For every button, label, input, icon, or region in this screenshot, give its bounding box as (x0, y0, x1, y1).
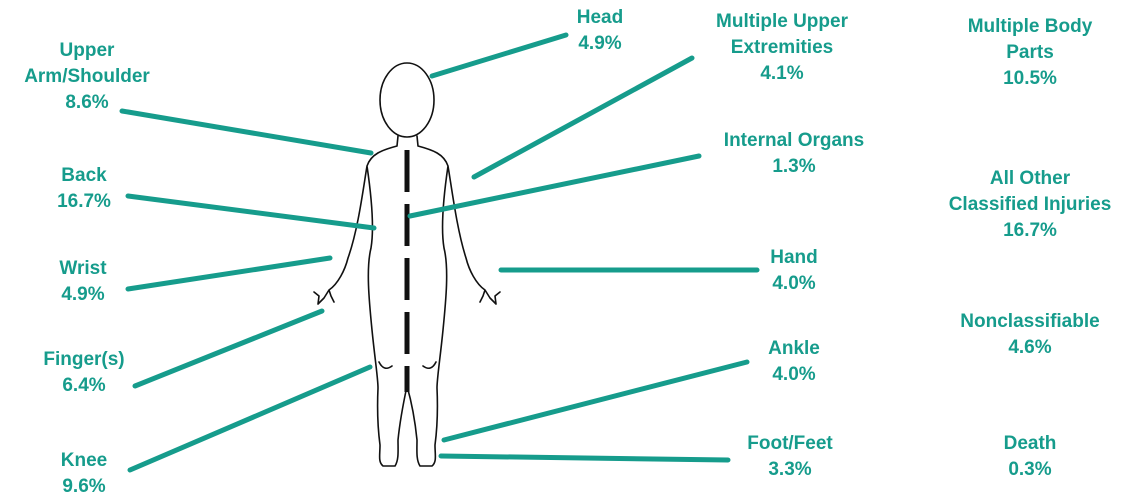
connector-lines (122, 35, 757, 470)
label-percent: 9.6% (61, 474, 107, 497)
label-percent: 3.3% (747, 457, 833, 483)
label-name-line: Arm/Shoulder (24, 64, 150, 90)
label-percent: 4.6% (960, 335, 1099, 361)
label-name-line: Upper (24, 38, 150, 64)
label-name-line: Ankle (768, 336, 820, 362)
label-head: Head 4.9% (577, 5, 623, 57)
label-name-line: Internal Organs (724, 128, 864, 154)
label-back: Back 16.7% (57, 163, 111, 215)
label-upper-arm-shoulder: Upper Arm/Shoulder 8.6% (24, 38, 150, 116)
label-foot-feet: Foot/Feet 3.3% (747, 431, 833, 483)
label-name-line: Hand (770, 245, 818, 271)
label-name-line: Back (57, 163, 111, 189)
label-name-line: Foot/Feet (747, 431, 833, 457)
label-wrist: Wrist 4.9% (59, 256, 106, 308)
label-multiple-body-parts: Multiple Body Parts 10.5% (968, 14, 1093, 92)
label-percent: 6.4% (43, 373, 124, 399)
label-name-line: All Other (949, 166, 1112, 192)
connector-back (128, 196, 374, 228)
label-percent: 8.6% (24, 90, 150, 116)
label-multiple-upper-extremities: Multiple Upper Extremities 4.1% (716, 9, 848, 87)
label-death: Death 0.3% (1004, 431, 1057, 483)
label-knee: Knee 9.6% (61, 448, 107, 497)
label-name-line: Extremities (716, 35, 848, 61)
label-name-line: Death (1004, 431, 1057, 457)
connector-multi-upper (474, 58, 692, 177)
label-percent: 4.0% (770, 271, 818, 297)
label-name-line: Head (577, 5, 623, 31)
connector-ankle (444, 362, 747, 440)
label-name-line: Knee (61, 448, 107, 474)
head-shape (380, 63, 434, 137)
label-name-line: Multiple Body (968, 14, 1093, 40)
label-name-line: Multiple Upper (716, 9, 848, 35)
label-percent: 4.9% (577, 31, 623, 57)
label-name-line: Finger(s) (43, 347, 124, 373)
label-percent: 10.5% (968, 66, 1093, 92)
connector-knee (130, 367, 370, 470)
label-percent: 4.9% (59, 282, 106, 308)
connector-fingers (135, 311, 322, 386)
label-name-line: Wrist (59, 256, 106, 282)
label-name-line: Nonclassifiable (960, 309, 1099, 335)
connector-wrist (128, 258, 330, 289)
label-percent: 16.7% (949, 218, 1112, 244)
label-name-line: Parts (968, 40, 1093, 66)
connector-foot (441, 456, 728, 460)
label-name-line: Classified Injuries (949, 192, 1112, 218)
connector-head (432, 35, 566, 76)
label-nonclassifiable: Nonclassifiable 4.6% (960, 309, 1099, 361)
label-fingers: Finger(s) 6.4% (43, 347, 124, 399)
label-percent: 16.7% (57, 189, 111, 215)
label-internal-organs: Internal Organs 1.3% (724, 128, 864, 180)
label-percent: 4.1% (716, 61, 848, 87)
label-ankle: Ankle 4.0% (768, 336, 820, 388)
label-all-other-classified-injuries: All Other Classified Injuries 16.7% (949, 166, 1112, 244)
connector-internal (410, 156, 699, 216)
connector-upper-arm (122, 111, 371, 153)
label-percent: 4.0% (768, 362, 820, 388)
label-percent: 1.3% (724, 154, 864, 180)
label-percent: 0.3% (1004, 457, 1057, 483)
label-hand: Hand 4.0% (770, 245, 818, 297)
